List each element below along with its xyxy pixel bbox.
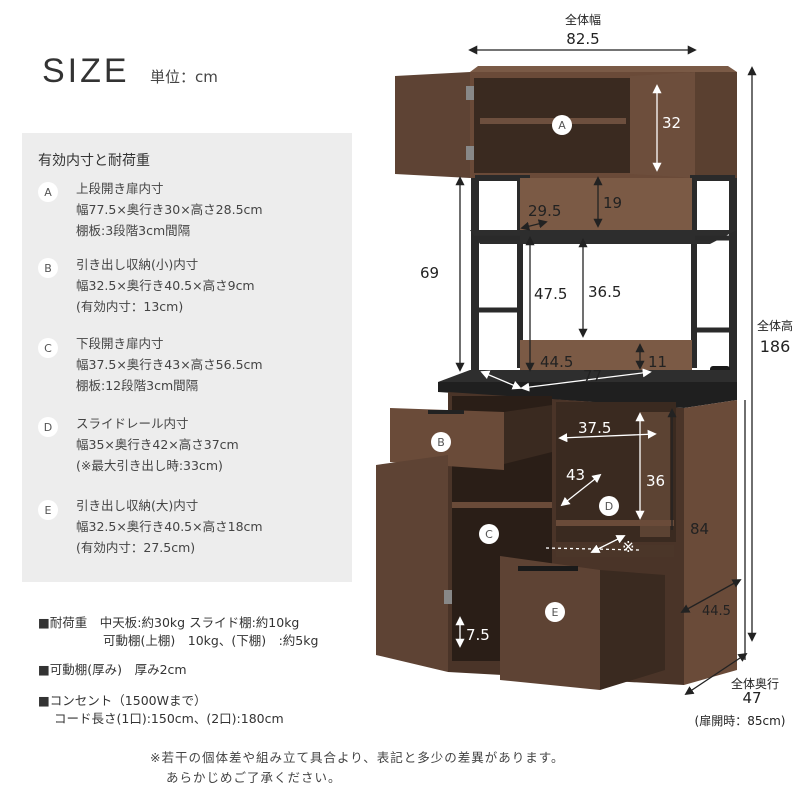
dim-backboard: 11 bbox=[648, 353, 667, 371]
item-b-size: 幅32.5×奥行き40.5×高さ9cm bbox=[76, 278, 255, 293]
overall-width-value: 82.5 bbox=[566, 30, 599, 48]
item-b-title: 引き出し収納(小)内寸 bbox=[76, 257, 199, 272]
dim-shelf-depth: 29.5 bbox=[528, 202, 561, 220]
item-e-spec: 引き出し収納(大)内寸 幅32.5×奥行き40.5×高さ18cm (有効内寸：2… bbox=[76, 495, 263, 558]
unit-label: 単位：cm bbox=[150, 68, 218, 86]
load-capacity-line2: 可動棚(上棚) 10kg、(下棚) :約5kg bbox=[103, 633, 319, 648]
overall-depth-value: 47 bbox=[742, 689, 761, 707]
item-a-marker: A bbox=[38, 182, 58, 202]
label-d: D bbox=[605, 500, 613, 513]
dim-rack-inner-b: 36.5 bbox=[588, 283, 621, 301]
footnote-line1: ※若干の個体差や組み立て具合より、表記と多少の差異があります。 bbox=[150, 750, 565, 765]
panel-heading: 有効内寸と耐荷重 bbox=[38, 153, 150, 169]
overall-height-value: 186 bbox=[760, 337, 791, 356]
item-c-size: 幅37.5×奥行き43×高さ56.5cm bbox=[76, 357, 263, 372]
item-c-spec: 下段開き扉内寸 幅37.5×奥行き43×高さ56.5cm 棚板:12段階3cm間… bbox=[76, 333, 263, 396]
label-e: E bbox=[552, 606, 559, 619]
item-c-title: 下段開き扉内寸 bbox=[76, 336, 164, 351]
item-c-note: 棚板:12段階3cm間隔 bbox=[76, 378, 199, 393]
label-a: A bbox=[558, 119, 566, 132]
dim-lower-depth: 44.5 bbox=[702, 604, 731, 619]
dim-counter-width: 77 bbox=[583, 367, 602, 385]
lower-left-door bbox=[376, 455, 448, 672]
item-e-title: 引き出し収納(大)内寸 bbox=[76, 498, 199, 513]
item-d-size: 幅35×奥行き42×高さ37cm bbox=[76, 437, 239, 452]
footnote-line2: あらかじめご了承ください。 bbox=[166, 770, 342, 785]
page-title: SIZE bbox=[42, 52, 130, 90]
upper-right-door bbox=[630, 72, 695, 178]
item-d-spec: スライドレール内寸 幅35×奥行き42×高さ37cm (※最大引き出し時:33c… bbox=[76, 413, 239, 476]
dim-rack-height: 69 bbox=[420, 264, 439, 282]
item-d-marker: D bbox=[38, 417, 58, 437]
overall-depth-label: 全体奥行 bbox=[731, 676, 779, 691]
label-c: C bbox=[485, 528, 493, 541]
dim-bottom-gap: 7.5 bbox=[466, 626, 490, 644]
overall-dimensions bbox=[455, 45, 757, 696]
slide-max-mark: ※ bbox=[622, 538, 635, 556]
inner-dimensions bbox=[455, 84, 662, 648]
item-a-title: 上段開き扉内寸 bbox=[76, 181, 164, 196]
outlet-note-line2: コード長さ(1口):150cm、(2口):180cm bbox=[54, 711, 284, 726]
item-e-marker: E bbox=[38, 500, 58, 520]
shelf-thickness-note: ■可動棚(厚み) 厚み2cm bbox=[38, 662, 187, 677]
top-cabinet bbox=[395, 66, 737, 178]
item-b-note: (有効内寸：13cm) bbox=[76, 299, 184, 314]
item-d-title: スライドレール内寸 bbox=[76, 416, 189, 431]
item-a-note: 棚板:3段階3cm間隔 bbox=[76, 223, 191, 238]
dim-lower-height: 84 bbox=[690, 520, 709, 538]
item-d-note: (※最大引き出し時:33cm) bbox=[76, 458, 223, 473]
item-a-spec: 上段開き扉内寸 幅77.5×奥行き30×高さ28.5cm 棚板:3段階3cm間隔 bbox=[76, 178, 263, 241]
dim-slide-height: 36 bbox=[646, 472, 665, 490]
depth-open-note: (扉開時：85cm) bbox=[695, 714, 786, 728]
upper-left-door bbox=[395, 72, 470, 178]
item-e-size: 幅32.5×奥行き40.5×高さ18cm bbox=[76, 519, 263, 534]
drawer-large bbox=[500, 556, 665, 690]
item-c-marker: C bbox=[38, 338, 58, 358]
dim-gap-top: 19 bbox=[603, 194, 622, 212]
item-a-size: 幅77.5×奥行き30×高さ28.5cm bbox=[76, 202, 263, 217]
item-e-note: (有効内寸：27.5cm) bbox=[76, 540, 196, 555]
item-b-spec: 引き出し収納(小)内寸 幅32.5×奥行き40.5×高さ9cm (有効内寸：13… bbox=[76, 254, 255, 317]
dim-slide-depth: 43 bbox=[566, 466, 585, 484]
overall-height-label: 全体高 bbox=[757, 318, 793, 333]
load-capacity-line1: ■耐荷重 中天板:約30kg スライド棚:約10kg bbox=[38, 615, 300, 630]
label-b: B bbox=[437, 436, 445, 449]
dim-counter-depth: 44.5 bbox=[540, 353, 573, 371]
spec-panel bbox=[22, 133, 352, 582]
item-b-marker: B bbox=[38, 258, 58, 278]
dim-top-cabinet: 32 bbox=[662, 114, 681, 132]
footnote: ※若干の個体差や組み立て具合より、表記と多少の差異があります。 あらかじめご了承… bbox=[150, 748, 564, 788]
outlet-note-line1: ■コンセント（1500Wまで） bbox=[38, 693, 207, 708]
dim-rack-inner-a: 47.5 bbox=[534, 285, 567, 303]
dim-slide-width: 37.5 bbox=[578, 419, 611, 437]
overall-width-label: 全体幅 bbox=[565, 12, 601, 27]
